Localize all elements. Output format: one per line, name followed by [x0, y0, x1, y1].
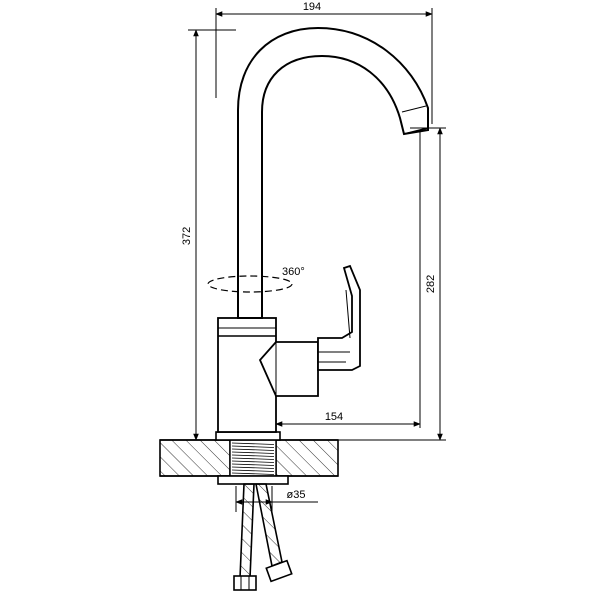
thread-line — [231, 448, 275, 451]
dim-spout-reach: 194 — [303, 1, 321, 13]
faucet-body — [217, 317, 319, 433]
base-plate — [215, 431, 281, 441]
thread-line — [231, 469, 275, 472]
rotation-indicator: 360° — [207, 266, 305, 293]
gooseneck-spout — [237, 26, 429, 319]
rotation-label: 360° — [282, 266, 305, 278]
thread-line — [231, 442, 275, 445]
threaded-shank — [217, 439, 289, 485]
supply-hoses — [233, 483, 293, 591]
hose-fitting-left — [233, 575, 257, 591]
dim-spout-height: 282 — [425, 275, 437, 293]
thread-line — [231, 463, 275, 466]
dimension-lines — [193, 11, 443, 505]
thread-line — [231, 451, 275, 454]
dim-thread-diameter: ø35 — [287, 489, 306, 501]
thread-line — [231, 454, 275, 457]
thread-line — [231, 472, 275, 475]
hose-fitting-right — [265, 559, 293, 583]
mounting-nut — [217, 475, 289, 485]
thread-line — [231, 460, 275, 463]
thread-line — [231, 457, 275, 460]
dim-base-to-spout: 154 — [325, 411, 343, 423]
thread-line — [231, 445, 275, 448]
dim-total-height: 372 — [181, 227, 193, 245]
thread-line — [231, 466, 275, 469]
lever-handle — [317, 264, 361, 371]
